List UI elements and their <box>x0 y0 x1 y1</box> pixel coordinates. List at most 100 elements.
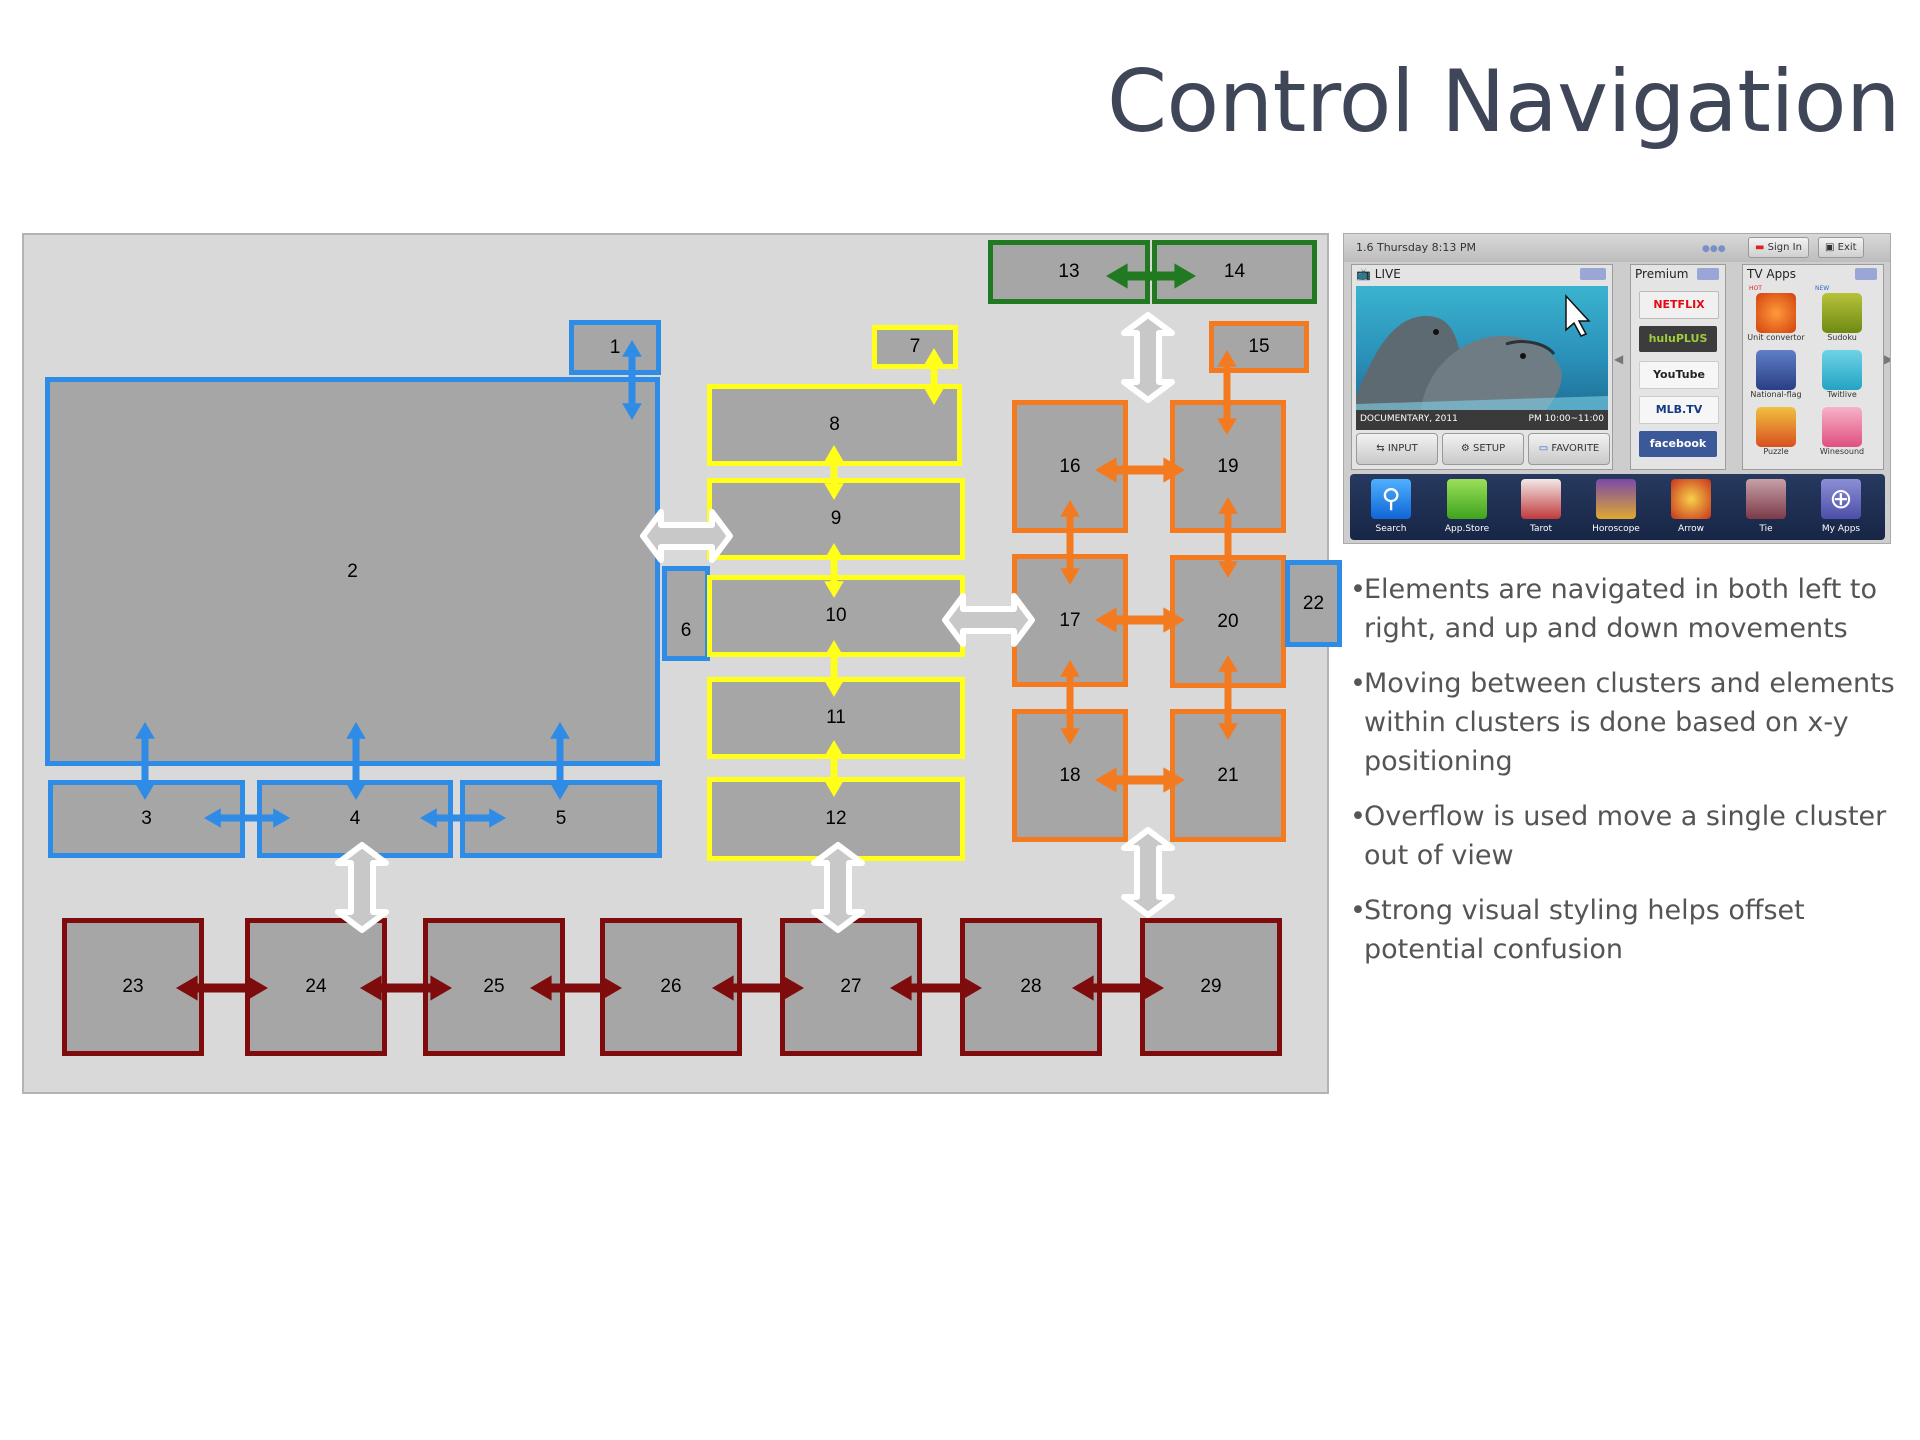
app-sudoku[interactable]: Sudoku <box>1813 293 1871 342</box>
favorite-label: FAVORITE <box>1551 443 1600 454</box>
nav-box-label: 10 <box>825 605 847 626</box>
nav-box-14: 14 <box>1152 240 1317 304</box>
nav-box-18: 18 <box>1012 709 1128 842</box>
live-program-title: DOCUMENTARY, 2011 <box>1360 414 1458 424</box>
puzzle-icon <box>1756 407 1796 447</box>
nav-box-25: 25 <box>423 918 565 1056</box>
app-puzzle[interactable]: Puzzle <box>1747 407 1805 456</box>
sign-in-button[interactable]: ▬ Sign In <box>1748 237 1809 258</box>
nav-box-4: 4 <box>257 780 453 858</box>
mlbtv-tile[interactable]: MLB.TV <box>1639 396 1719 424</box>
nav-box-9: 9 <box>707 478 965 560</box>
nav-box-label: 7 <box>909 336 921 357</box>
live-panel[interactable]: 📺 LIVE DOCUMENTARY, 2011 PM 10:00~11:00 … <box>1351 264 1613 470</box>
scroll-right-icon[interactable]: ▶ <box>1884 352 1890 366</box>
nav-box-label: 4 <box>349 808 361 829</box>
nav-box-15: 15 <box>1209 321 1309 373</box>
nav-box-16: 16 <box>1012 400 1128 533</box>
dock-label: Search <box>1375 524 1407 534</box>
app-twitlive[interactable]: Twitlive <box>1813 350 1871 399</box>
nav-box-label: 20 <box>1217 610 1239 632</box>
nav-box-label: 26 <box>660 976 682 997</box>
setup-label: SETUP <box>1473 443 1506 454</box>
nav-box-label: 21 <box>1217 764 1239 786</box>
dock-label: App.Store <box>1444 524 1490 534</box>
dock-app-store[interactable]: App.Store <box>1436 479 1498 534</box>
nav-box-24: 24 <box>245 918 387 1056</box>
dock-label: Horoscope <box>1592 524 1640 534</box>
scroll-left-icon[interactable]: ◀ <box>1614 352 1624 366</box>
tv-top-bar: 1.6 Thursday 8:13 PM ●●● ▬ Sign In ▣ Exi… <box>1344 234 1890 262</box>
favorite-button[interactable]: ▭ FAVORITE <box>1528 433 1610 465</box>
setup-button[interactable]: ⚙ SETUP <box>1442 433 1524 465</box>
national-flag-icon <box>1756 350 1796 390</box>
live-info-button[interactable] <box>1580 268 1606 280</box>
input-label: INPUT <box>1387 443 1418 454</box>
dock-horoscope[interactable]: Horoscope <box>1585 479 1647 534</box>
nav-box-29: 29 <box>1140 918 1282 1056</box>
nav-box-label: 22 <box>1302 592 1325 614</box>
horoscope-icon <box>1596 479 1636 519</box>
nav-box-label: 5 <box>555 808 567 829</box>
sudoku-icon <box>1822 293 1862 333</box>
favorite-icon: ▭ <box>1538 443 1549 454</box>
nav-box-label: 3 <box>141 808 152 829</box>
facebook-tile[interactable]: facebook <box>1639 431 1717 457</box>
premium-panel: Premium NETFLIX huluPLUS YouTube MLB.TV … <box>1630 264 1726 470</box>
app-label: Sudoku <box>1827 333 1857 342</box>
nav-box-17: 17 <box>1012 554 1128 687</box>
dock-label: My Apps <box>1821 524 1861 534</box>
dock-search[interactable]: ⚲Search <box>1360 479 1422 534</box>
input-icon: ⇆ <box>1376 443 1385 454</box>
nav-box-28: 28 <box>960 918 1102 1056</box>
nav-box-label: 24 <box>305 976 327 997</box>
exit-button[interactable]: ▣ Exit <box>1818 237 1864 258</box>
bullet-text: Moving between clusters and elements wit… <box>1364 668 1895 777</box>
shopping-cart-icon <box>1447 479 1487 519</box>
netflix-tile[interactable]: NETFLIX <box>1639 291 1719 319</box>
nav-box-label: 17 <box>1059 609 1081 631</box>
bullet-dot-icon: • <box>1350 801 1366 832</box>
nav-box-22: 22 <box>1285 560 1342 647</box>
app-unit-convertor[interactable]: Unit convertor <box>1747 293 1805 342</box>
app-national-flag[interactable]: National-flag <box>1747 350 1805 399</box>
nav-box-5: 5 <box>460 780 662 858</box>
nav-box-2: 2 <box>45 377 660 766</box>
nav-box-label: 19 <box>1217 455 1239 477</box>
youtube-tile[interactable]: YouTube <box>1639 361 1719 389</box>
dolphins-video-thumbnail[interactable] <box>1356 286 1608 410</box>
bullet-text: Strong visual styling helps offset poten… <box>1364 895 1805 965</box>
nav-box-label: 12 <box>825 808 847 829</box>
nav-box-label: 28 <box>1020 976 1042 997</box>
input-button[interactable]: ⇆ INPUT <box>1356 433 1438 465</box>
nav-box-label: 16 <box>1059 455 1081 477</box>
dock-label: Arrow <box>1677 524 1705 534</box>
hot-badge: HOT <box>1749 285 1762 292</box>
hulu-tile[interactable]: huluPLUS <box>1639 326 1717 352</box>
tv-apps-add-button[interactable] <box>1855 268 1877 280</box>
bullet-item: • Moving between clusters and elements w… <box>1350 664 1910 781</box>
dock-my-apps[interactable]: ⊕My Apps <box>1810 479 1872 534</box>
twitlive-icon <box>1822 350 1862 390</box>
dock-tie[interactable]: Tie <box>1735 479 1797 534</box>
sign-in-icon: ▬ <box>1755 242 1765 253</box>
nav-box-23: 23 <box>62 918 204 1056</box>
live-program-time: PM 10:00~11:00 <box>1528 414 1604 424</box>
nav-box-label: 14 <box>1223 261 1246 282</box>
exit-label: Exit <box>1837 242 1857 253</box>
app-winesound[interactable]: Winesound <box>1813 407 1871 456</box>
dock-tarot[interactable]: Tarot <box>1510 479 1572 534</box>
arrow-game-icon <box>1671 479 1711 519</box>
dock-arrow[interactable]: Arrow <box>1660 479 1722 534</box>
tv-date-time: 1.6 Thursday 8:13 PM <box>1356 241 1476 254</box>
app-label: Winesound <box>1819 447 1865 456</box>
nav-box-label: 6 <box>680 619 692 641</box>
new-badge: NEW <box>1815 285 1830 292</box>
premium-header: Premium <box>1635 267 1689 281</box>
premium-add-button[interactable] <box>1697 268 1719 280</box>
bullet-text: Overflow is used move a single cluster o… <box>1364 801 1887 871</box>
status-dots-icon: ●●● <box>1702 244 1726 254</box>
app-label: National-flag <box>1750 390 1802 399</box>
nav-box-7: 7 <box>872 325 958 369</box>
nav-box-10: 10 <box>707 575 965 657</box>
